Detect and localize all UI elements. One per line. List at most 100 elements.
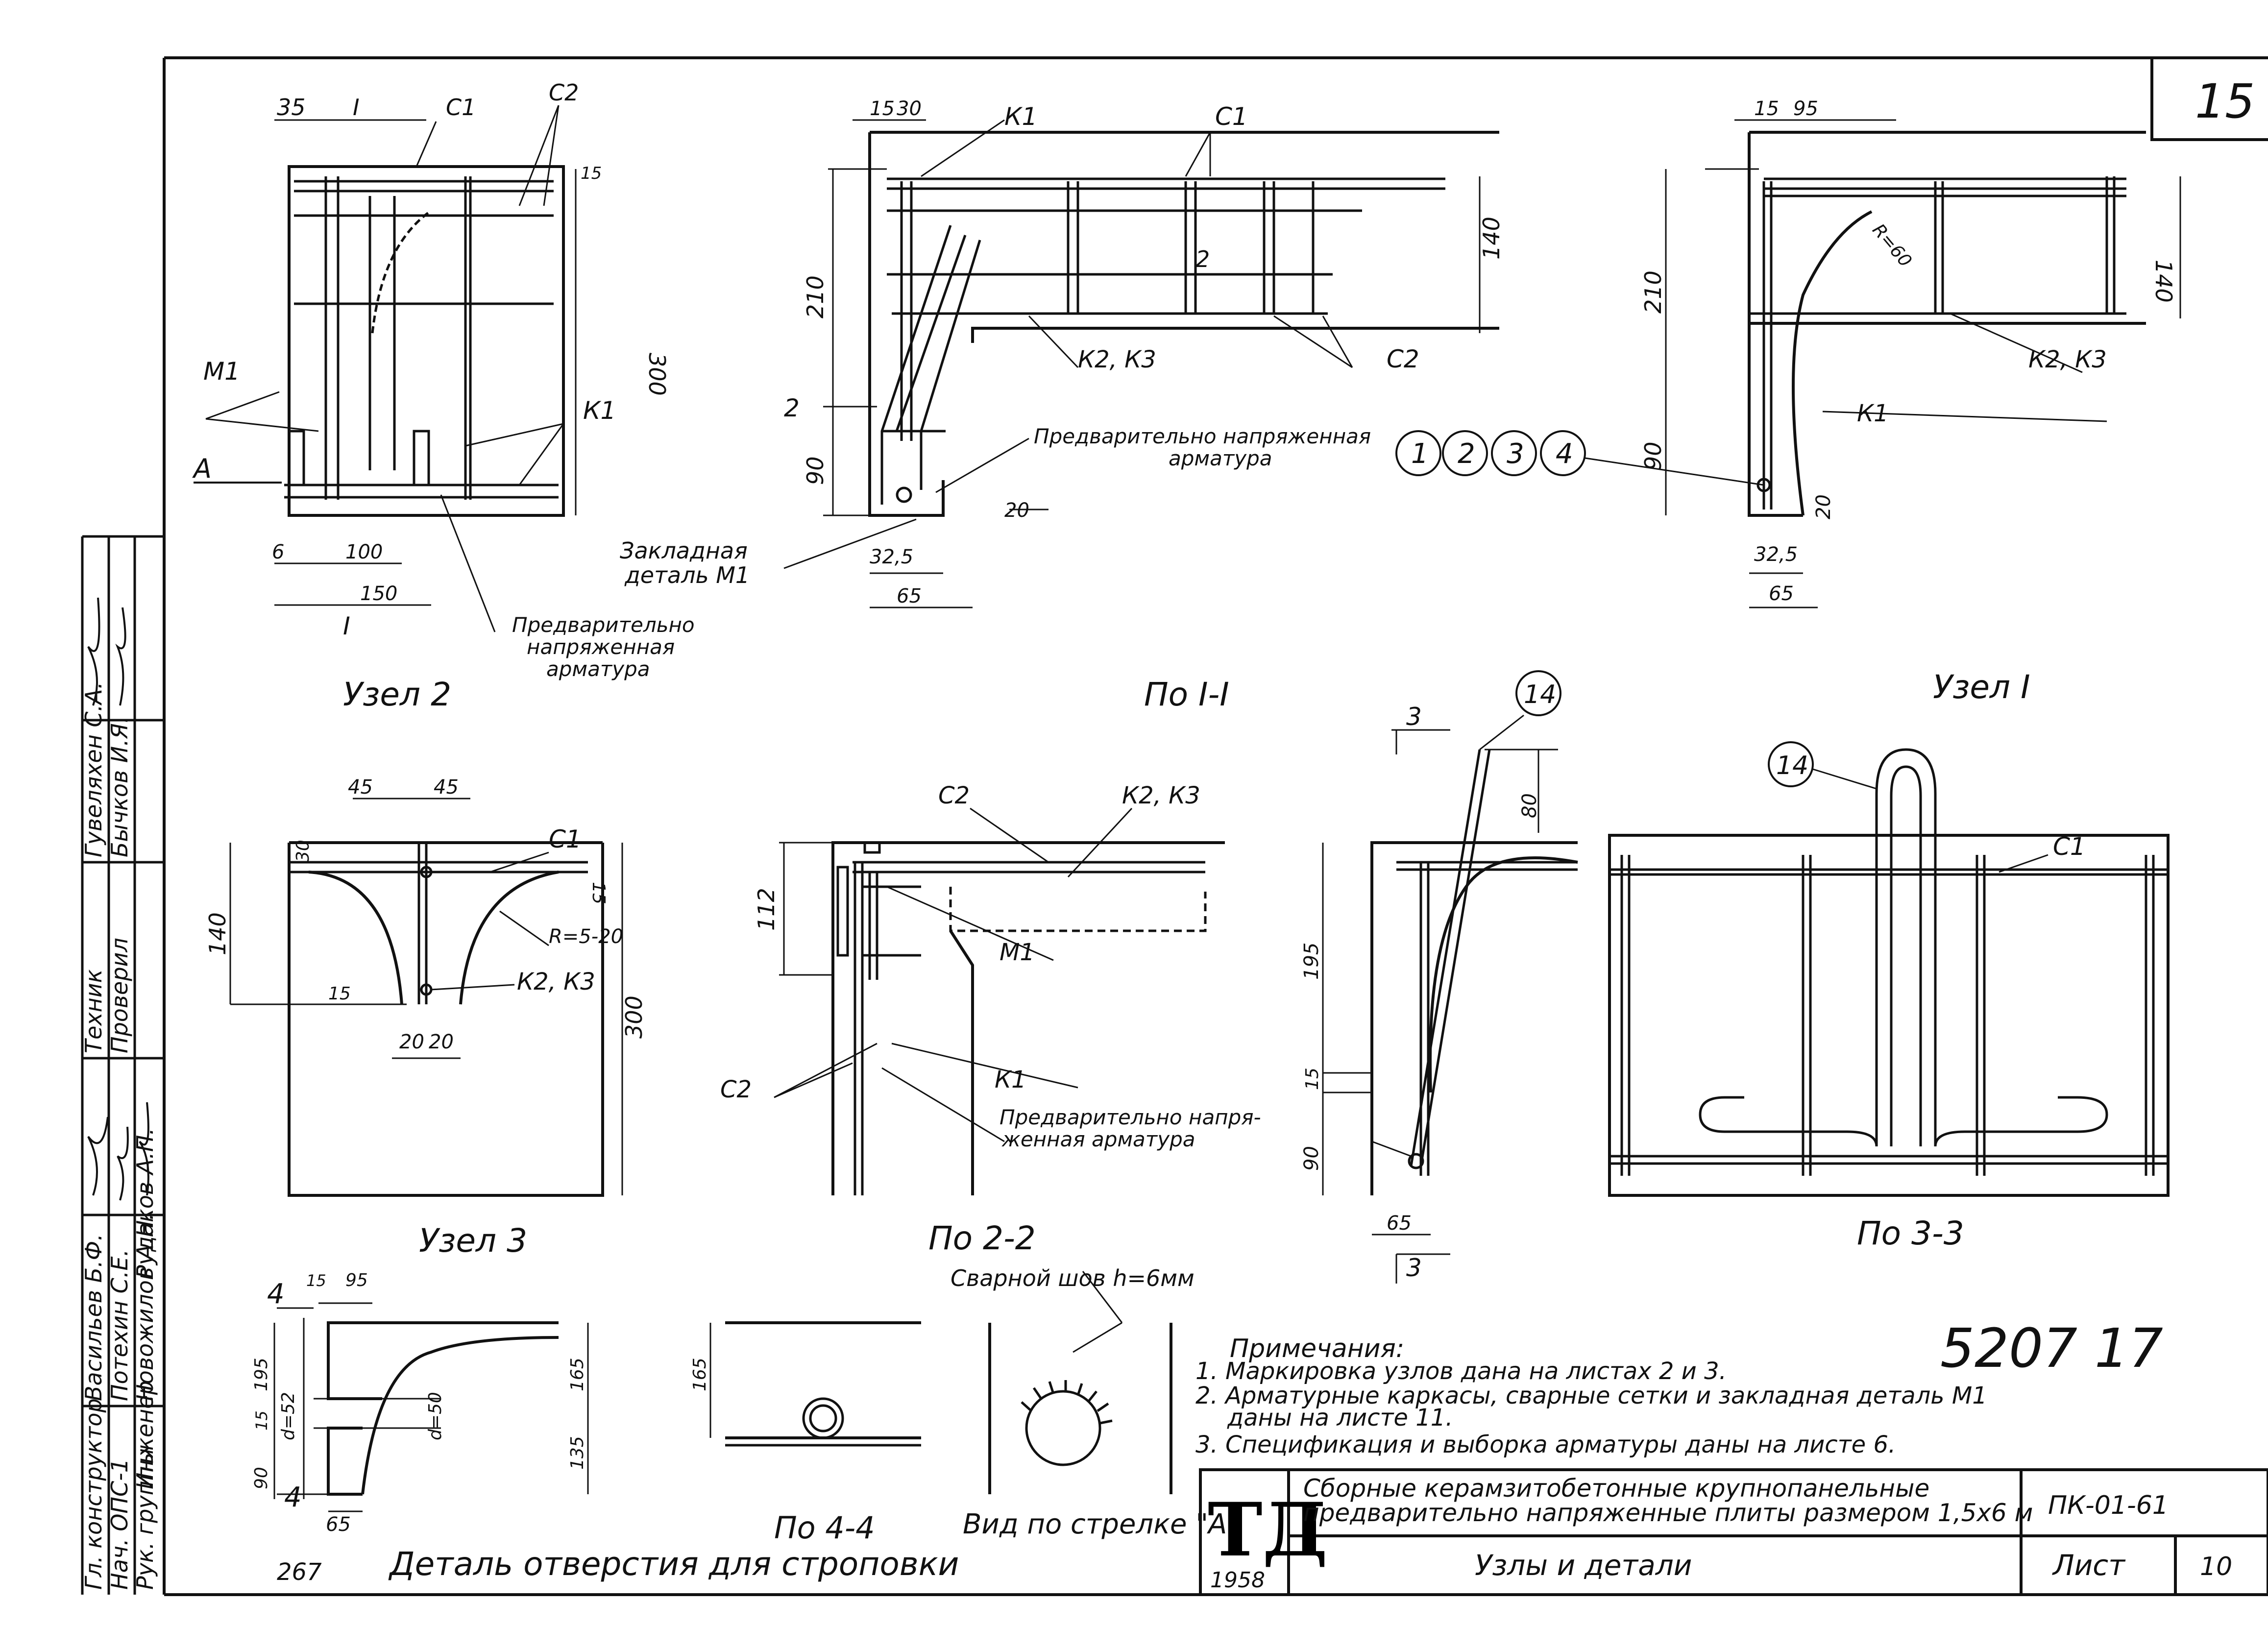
sec11-stress-note-2: арматура xyxy=(1169,446,1272,470)
sec3-dim-15: 15 xyxy=(1302,1068,1322,1090)
sec11-caption: По I-I xyxy=(1144,676,1229,713)
name-vasiliev: Васильев Б.Ф. xyxy=(80,1234,107,1401)
sec3-cut-top: 3 xyxy=(1406,703,1422,731)
sec11-embed-note-1: Закладная xyxy=(620,537,748,564)
node1-label-k1: К1 xyxy=(1857,400,1889,427)
node3-dim-20a: 20 xyxy=(399,1031,424,1053)
sec33-caption: По 3-3 xyxy=(1857,1214,1964,1252)
sec44-dim-165: 165 xyxy=(690,1358,710,1391)
sec11-dim-20: 20 xyxy=(1004,499,1029,522)
note-2: 2. Арматурные каркасы, сварные сетки и з… xyxy=(1195,1382,1987,1409)
hole-dim-135: 135 xyxy=(567,1436,587,1470)
node2-dim-150: 150 xyxy=(360,582,397,605)
hole-cut-top: 4 xyxy=(267,1278,285,1310)
circle-1: 1 xyxy=(1411,438,1429,470)
section-1-1-view: 15 30 К1 С1 210 90 140 2 2 К2, К3 С2 Пре… xyxy=(620,97,1764,713)
note-1: 1. Маркировка узлов дана на листах 2 и 3… xyxy=(1195,1358,1727,1385)
role-technician: Техник xyxy=(80,969,107,1053)
node1-caption: Узел I xyxy=(1933,668,2030,706)
node1-label-k2k3: К2, К3 xyxy=(2028,346,2107,373)
sec22-stress-note-2: женная арматура xyxy=(1001,1127,1195,1151)
hole-dim-165: 165 xyxy=(567,1358,587,1391)
sec3-cut-bottom: 3 xyxy=(1406,1254,1422,1282)
node2-stress-note-3: арматура xyxy=(546,657,650,681)
node2-cut-label-bottom: I xyxy=(343,612,350,640)
sec11-dim-65: 65 xyxy=(897,585,922,607)
sec11-dim-210: 210 xyxy=(802,275,829,318)
sec3-dim-65: 65 xyxy=(1387,1212,1412,1235)
node3-dim-45b: 45 xyxy=(434,776,459,799)
hole-d52: d=52 xyxy=(278,1392,298,1440)
hole-dim-95: 95 xyxy=(345,1270,368,1290)
arrow-a-view: Сварной шов h=6мм Вид по стрелке "А" xyxy=(951,1265,1240,1540)
node2-stress-note-1: Предварительно xyxy=(512,613,695,637)
node3-dim-300: 300 xyxy=(621,995,647,1039)
title-line-1: Сборные керамзитобетонные крупнопанельны… xyxy=(1303,1474,1929,1503)
role-group-lead: Рук. группы xyxy=(132,1448,158,1590)
signature-block: Гл. конструктор Нач. ОПС-1 Рук. группы И… xyxy=(80,535,164,1595)
sheet-title: Узлы и детали xyxy=(1475,1549,1692,1582)
node2-label-k1: К1 xyxy=(583,396,616,425)
stamp-number: 5207 17 xyxy=(1940,1317,2163,1380)
sec11-dim-140: 140 xyxy=(1478,217,1505,260)
node2-dim-15: 15 xyxy=(581,164,602,183)
corner-sheet-number: 15 xyxy=(2195,74,2255,129)
node1-dim-210: 210 xyxy=(1640,270,1666,314)
node3-dim-30: 30 xyxy=(293,840,313,862)
doc-code: ПК-01-61 xyxy=(2048,1491,2169,1520)
sec44-caption: По 4-4 xyxy=(774,1510,875,1546)
node1-dim-90: 90 xyxy=(1640,441,1666,470)
sec11-cut-2-left: 2 xyxy=(784,394,800,422)
sec33-label-c1: С1 xyxy=(2053,832,2086,861)
publisher-logo: ТД xyxy=(1208,1487,1328,1573)
section-3-3-view: 14 С1 По 3-3 xyxy=(1608,741,2170,1252)
sec11-prestress-circles: 1 2 3 4 xyxy=(1395,430,1764,486)
node1-dim-140: 140 xyxy=(2150,260,2177,303)
role-head-dept: Нач. ОПС-1 xyxy=(106,1458,133,1590)
node3-dim-15-top: 15 xyxy=(588,882,609,904)
sec22-stress-note-1: Предварительно напря- xyxy=(1000,1105,1261,1129)
section-3-detail-view: 14 3 3 80 195 15 90 65 xyxy=(1300,670,1578,1284)
name-guvelyaken: Гувеляхен С.А. xyxy=(80,682,107,857)
node2-dim-6: 6 xyxy=(272,541,284,563)
hole-dim-195: 195 xyxy=(251,1358,271,1391)
sheet-number: 10 xyxy=(2200,1552,2232,1581)
node1-radius: R=60 xyxy=(1868,220,1915,271)
node2-arrow-a: А xyxy=(192,453,212,484)
sec11-dim-15: 15 xyxy=(870,97,895,120)
hole-detail-view: 4 4 15 95 195 165 15 90 135 d=52 d=50 65… xyxy=(251,1270,959,1586)
node1-dim-20: 20 xyxy=(1812,494,1835,519)
sec33-circle-14: 14 xyxy=(1776,751,1808,780)
node3-label-c1: С1 xyxy=(549,825,582,853)
node3-view: 45 45 30 15 140 15 20 20 300 С1 R=5-20 К… xyxy=(204,776,647,1260)
sheet-label: Лист xyxy=(2052,1549,2126,1582)
hole-cut-bottom: 4 xyxy=(284,1481,302,1513)
name-bychkov: Бычков И.Я. xyxy=(106,716,133,857)
node2-dim-35: 35 xyxy=(277,94,306,121)
name-potekhin: Потехин С.Е. xyxy=(106,1249,133,1401)
circle-2: 2 xyxy=(1458,438,1475,470)
circle-3: 3 xyxy=(1507,438,1524,470)
sec11-stress-note-1: Предварительно напряженная xyxy=(1034,424,1371,448)
node3-radius: R=5-20 xyxy=(549,925,623,948)
sec3-dim-90: 90 xyxy=(1300,1146,1323,1171)
node2-stress-note-2: напряженная xyxy=(527,635,675,659)
sec11-dim-90: 90 xyxy=(802,456,829,485)
node2-dim-300: 300 xyxy=(644,353,670,396)
sec11-dim-32-5: 32,5 xyxy=(870,546,913,568)
title-year: 1958 xyxy=(1210,1568,1265,1593)
hole-dim-65: 65 xyxy=(326,1513,351,1536)
sec22-label-c2-top: С2 xyxy=(938,782,970,809)
node3-label-k2k3: К2, К3 xyxy=(517,968,595,995)
hole-caption: Деталь отверстия для строповки xyxy=(388,1545,959,1583)
node2-view: 35 I С1 С2 15 300 М1 К1 А 6 100 150 I Пр… xyxy=(192,79,695,713)
hole-dim-90: 90 xyxy=(251,1467,271,1489)
sec11-label-k2k3: К2, К3 xyxy=(1078,346,1156,373)
sec3-dim-195: 195 xyxy=(1300,943,1323,980)
section-2-2-view: С2 К2, К3 112 М1 К1 С2 Предварительно на… xyxy=(720,782,1261,1257)
node2-cut-label-top: I xyxy=(353,94,360,121)
title-line-2: предварительно напряженные плиты размеро… xyxy=(1303,1499,2033,1527)
sec22-caption: По 2-2 xyxy=(928,1219,1036,1257)
